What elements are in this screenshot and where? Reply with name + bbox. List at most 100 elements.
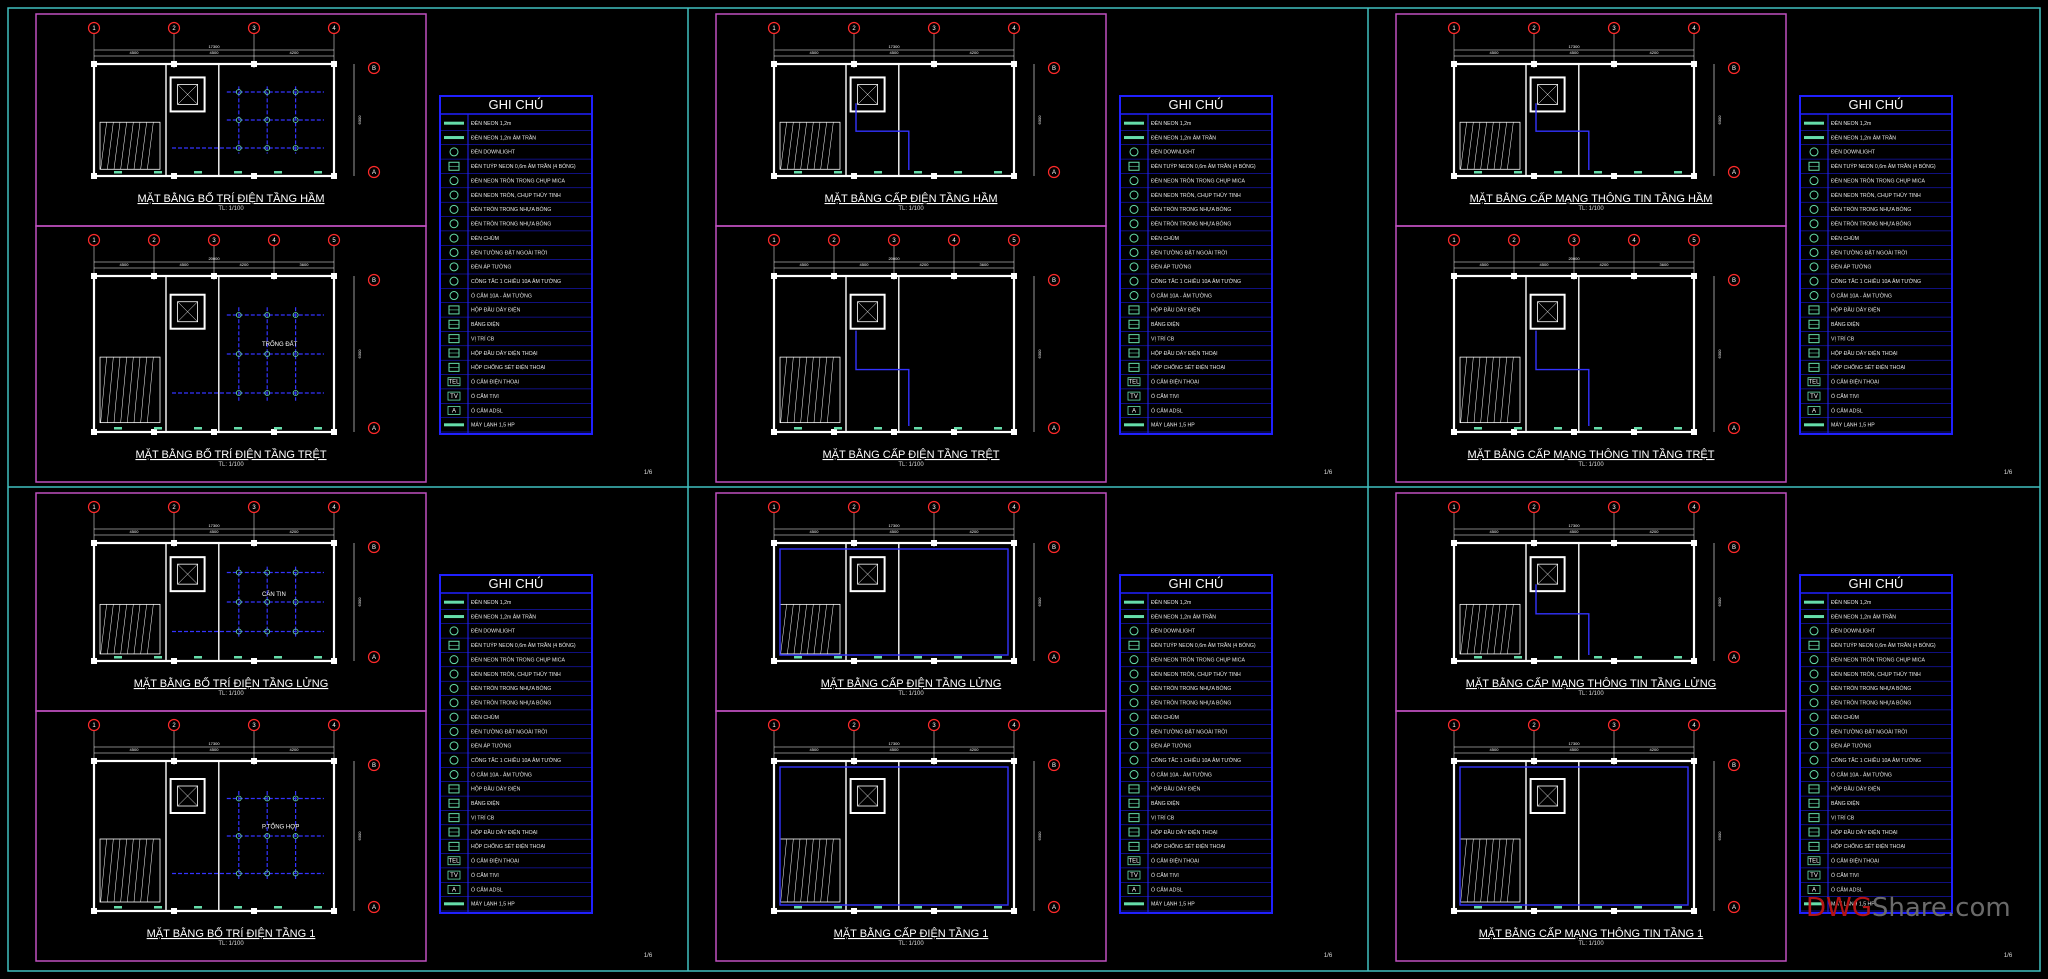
legend-item-label: ĐÈN DOWNLIGHT: [471, 149, 516, 156]
stair-step: [1460, 122, 1467, 170]
grid-bubble: [167, 718, 181, 732]
grid-bubble-label: B: [1052, 278, 1056, 284]
grid-bubble: [847, 718, 861, 732]
chandelier-icon: [449, 712, 459, 722]
round-lamp-icon: [449, 669, 459, 679]
dimension-overall: 20000: [208, 256, 220, 261]
legend-frame: [1119, 574, 1273, 914]
grid-bubble: [1727, 758, 1741, 772]
grid-bubble: [927, 718, 941, 732]
ceiling-fan-icon: [1129, 683, 1139, 693]
grid-bubble-label: B: [1732, 763, 1736, 769]
stair-step: [107, 122, 114, 170]
light-fixture: [264, 569, 271, 576]
legend-item-label: HỘP ĐẦU DÂY ĐIỆN THOẠI: [1831, 349, 1898, 357]
legend-item-label: ĐÈN TRÒN TRONG NHỰA BÓNG: [1151, 221, 1231, 228]
outlet-mark: [1474, 427, 1482, 430]
legend-item-label: ĐÈN TRÒN TRONG NHỰA BÓNG: [1831, 685, 1911, 692]
column: [1571, 273, 1577, 279]
legend-item-label: VỊ TRÍ CB: [1151, 335, 1175, 342]
grid-bubble-label: A: [372, 905, 376, 911]
fluorescent-tube-icon: [1124, 600, 1144, 604]
column: [1531, 658, 1537, 664]
outlet-mark: [234, 171, 242, 174]
elevator-cross: [857, 785, 878, 807]
light-fixture: [292, 89, 299, 95]
dimension-bay: 3600: [300, 262, 310, 267]
legend-title: GHI CHÚ: [489, 97, 544, 112]
stair-step: [813, 838, 821, 903]
column: [831, 273, 837, 279]
adsl-icon-letters: A: [1132, 887, 1136, 893]
legend-item-label: VỊ TRÍ CB: [1831, 814, 1855, 821]
sheet-number: 1/6: [1324, 470, 1333, 476]
outlet-mark: [114, 427, 122, 430]
grid-bubble-label: A: [1052, 655, 1056, 661]
legend-item-label: ĐÈN NEON 1,2m ÂM TRẦN: [1151, 613, 1216, 620]
column: [1011, 908, 1017, 914]
grid-bubble: [367, 421, 381, 435]
light-fixture: [235, 795, 242, 802]
wire-route: [1535, 584, 1590, 655]
plan-title: MẶT BẰNG CẤP ĐIỆN TẦNG LỬNG: [821, 677, 1002, 690]
grid-bubble-label: 1: [92, 238, 96, 244]
grid-bubble: [767, 718, 781, 732]
column: [1011, 540, 1017, 546]
column: [1451, 429, 1457, 435]
outlet-mark: [1554, 427, 1562, 430]
column: [171, 61, 177, 67]
grid-bubble: [267, 233, 281, 247]
grid-bubble: [247, 718, 261, 732]
plan-scale: TL: 1/100: [218, 691, 244, 697]
elevator-core: [169, 556, 206, 593]
fluorescent-tube-icon: [1804, 121, 1824, 125]
dimension-bay: 4200: [290, 529, 300, 534]
legend-item-label: Ổ CẮM ĐIỆN THOẠI: [1831, 857, 1879, 865]
grid-bubble-label: 3: [1612, 26, 1616, 32]
downlight-icon: [1809, 147, 1819, 157]
plan-frame: [35, 225, 427, 483]
grid-bubble: [1047, 165, 1061, 179]
grid-bubble-label: A: [372, 170, 376, 176]
dimension-bay: 4500: [890, 50, 900, 55]
grid-bubble-label: 2: [852, 723, 856, 729]
sheet-number: 1/6: [2004, 953, 2013, 959]
stair-step: [1493, 357, 1501, 423]
grid-bubble-label: 5: [332, 238, 336, 244]
stair-step: [133, 838, 141, 903]
dimension-bay: 4200: [1650, 50, 1660, 55]
dimension-depth: 6300: [357, 831, 362, 841]
ceiling-fan-icon: [1129, 204, 1139, 214]
elevator-cross: [1537, 563, 1558, 585]
column: [1691, 658, 1697, 664]
column: [1611, 908, 1617, 914]
ceiling-fan-icon: [449, 683, 459, 693]
grid-bubble-label: 1: [92, 723, 96, 729]
column: [1011, 61, 1017, 67]
grid-bubble: [87, 21, 101, 35]
tv-icon-letters: TV: [1130, 873, 1138, 879]
grid-bubble-label: 1: [1452, 723, 1456, 729]
ac-icon: [1804, 423, 1824, 427]
plan-scale: TL: 1/100: [898, 941, 924, 947]
legend-item-label: Ổ CẮM 10A - ÂM TƯỜNG: [1151, 291, 1212, 299]
legend-item-label: MÁY LẠNH 1,5 HP: [471, 422, 515, 429]
dimension-bay: 4500: [180, 262, 190, 267]
room-label: P.TỔNG HỢP: [262, 824, 299, 831]
legend-item-label: HỘP CHỐNG SÉT ĐIỆN THOẠI: [471, 842, 545, 850]
tel-icon-letters: TEL: [1128, 859, 1140, 865]
stair-step: [1487, 838, 1494, 903]
sheet-number: 1/6: [644, 470, 653, 476]
column: [1691, 61, 1697, 67]
stair-step: [793, 122, 801, 170]
plan-title: MẶT BẰNG CẤP MẠNG THÔNG TIN TẦNG 1: [1479, 927, 1704, 940]
legend-item-label: Ổ CẮM TIVI: [471, 871, 499, 879]
